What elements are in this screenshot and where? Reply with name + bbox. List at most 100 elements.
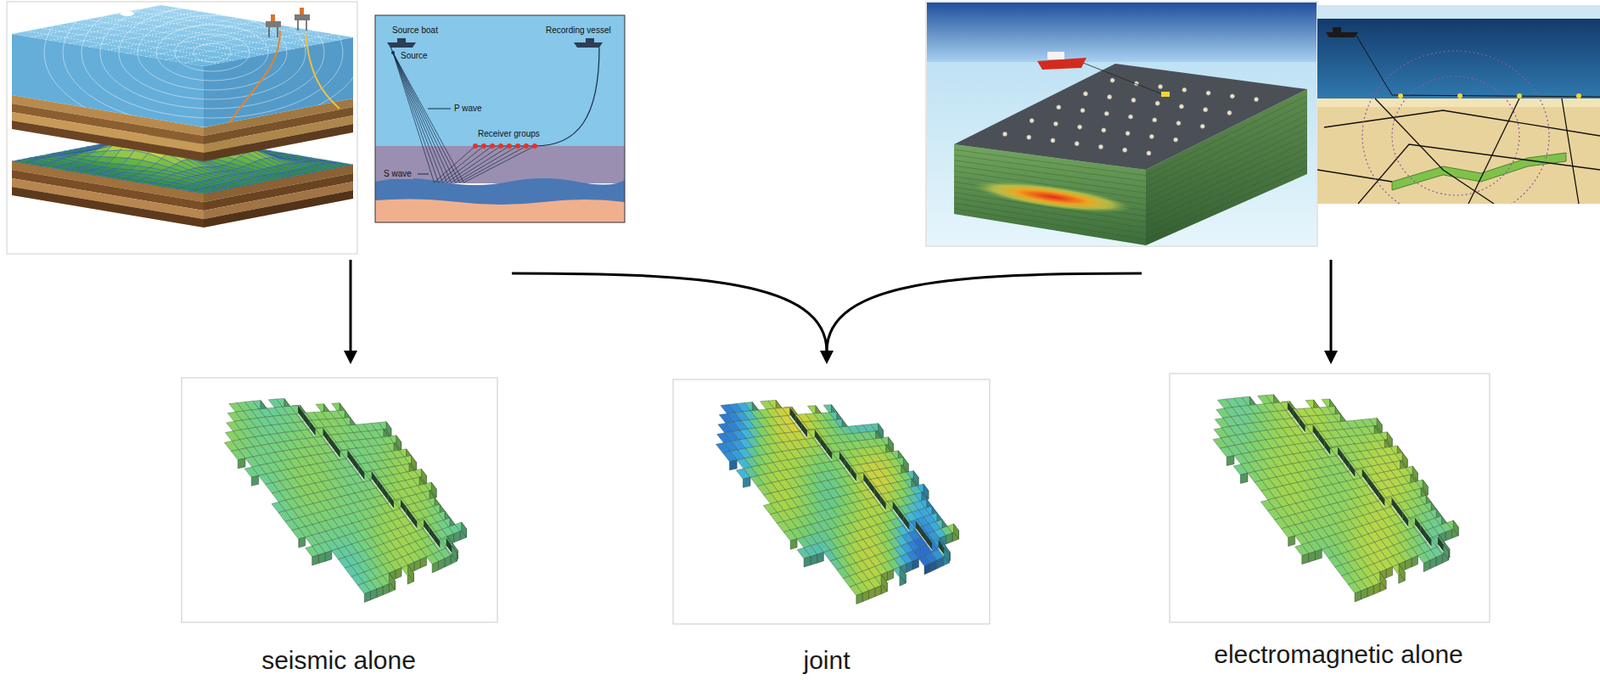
grid-side (937, 557, 944, 570)
grid-side (414, 559, 421, 571)
grid-side (790, 538, 798, 550)
marine-seismic-schematic (515, 143, 521, 149)
marine-seismic-schematic (392, 52, 484, 183)
grid-side (1436, 554, 1443, 567)
seismic-survey-illustration (120, 11, 135, 17)
wave-fronts (81, 0, 343, 118)
reservoir-grid-image (400, 506, 406, 515)
seismic-survey-illustration (145, 28, 296, 57)
fault-wall (820, 437, 827, 453)
reservoir-grid-image (938, 547, 944, 555)
grid-side (729, 460, 738, 471)
electromagnetic-survey-illustration (1203, 107, 1208, 113)
seismic-survey-illustration (229, 30, 281, 124)
grid-cell (1260, 499, 1275, 511)
seismic-survey-illustration (131, 11, 324, 44)
reservoir-grid-image (382, 494, 389, 502)
electromagnetic-survey-illustration (1027, 134, 1032, 140)
grid-cell (718, 422, 733, 433)
grid-side (945, 533, 953, 545)
reservoir-grid-image (1169, 373, 1490, 623)
electromagnetic-survey-illustration (1149, 134, 1154, 139)
grid-side (451, 545, 457, 562)
wave-fronts (193, 43, 231, 62)
grid-side (364, 591, 371, 603)
fault-wall (839, 451, 846, 467)
fault-wall (334, 443, 341, 459)
grid-side (454, 531, 461, 543)
grid-cell (226, 421, 242, 431)
electromagnetic-survey-illustration (1152, 117, 1157, 123)
terrain-cell (333, 162, 354, 166)
grid-side (1308, 551, 1316, 563)
grid-side (899, 567, 906, 584)
grid-cell (716, 443, 731, 454)
reservoir-grid-image (434, 541, 440, 550)
grid-side (817, 552, 825, 564)
fault-wall (309, 421, 316, 437)
marine-seismic-schematic (417, 174, 429, 175)
grid-cell (227, 411, 242, 422)
electromagnetic-survey-illustration (926, 2, 1317, 62)
fault-wall (920, 527, 927, 544)
reservoir-grid-image (869, 488, 876, 496)
grid-cell (757, 484, 771, 495)
grid-cell (718, 413, 734, 423)
reservoir-grid-image (446, 545, 452, 553)
wave-fronts (44, 0, 381, 137)
seismic-survey-illustration (6, 1, 358, 254)
grid-cell (1233, 464, 1248, 476)
electromagnetic-survey-illustration (1253, 96, 1258, 102)
wave-fronts (118, 5, 306, 100)
seismic-survey-illustration (31, 8, 181, 38)
grid-side (325, 550, 332, 562)
ship-hull (1037, 57, 1087, 70)
seismic-survey-illustration (270, 14, 276, 22)
reservoir-grid-image (926, 543, 932, 551)
grid-side (312, 555, 320, 566)
grid-side (388, 572, 395, 590)
marine-seismic-schematic (481, 143, 487, 149)
seismic-survey-illustration (297, 20, 299, 31)
seismic-survey-illustration (184, 33, 334, 63)
reservoir-grid-image (920, 535, 927, 544)
marine-seismic-schematic (472, 143, 478, 149)
seismic-survey-illustration (71, 22, 264, 55)
flow-arrow (826, 273, 1142, 352)
grid-cell (268, 398, 282, 408)
seismic-survey-illustration (294, 14, 310, 21)
grid-cell (776, 521, 791, 533)
grid-cell (1218, 398, 1233, 409)
grid-cell (1254, 480, 1269, 492)
grid-side (1226, 455, 1235, 466)
reservoir-grid-image (801, 430, 808, 438)
grid-side (862, 590, 869, 602)
grid-cell (285, 519, 299, 531)
seabed-cross-section (1317, 5, 1600, 19)
reservoir-grid-image (825, 452, 832, 461)
marine-seismic-schematic (498, 143, 504, 149)
electromagnetic-survey-illustration (1146, 151, 1151, 156)
reservoir-grid-image (915, 528, 921, 537)
reservoir-grid-image (429, 533, 435, 542)
grid-cell (244, 466, 259, 478)
flow-arrow (511, 273, 827, 352)
electromagnetic-survey-illustration (1229, 94, 1235, 99)
electromagnetic-survey-illustration (971, 174, 1135, 219)
electromagnetic-survey-illustration (1155, 101, 1160, 106)
fault-wall (926, 535, 932, 551)
reservoir-grid-image (795, 422, 802, 431)
reservoir-grid-image (181, 377, 498, 623)
grid-cell (272, 491, 287, 502)
fault-wall (376, 478, 383, 495)
fault-wall (429, 526, 435, 542)
fault-wall (353, 457, 360, 473)
reservoir-grid-image (322, 435, 329, 444)
reservoir-grid-image (863, 480, 870, 489)
seabed-cross-section (1392, 76, 1520, 196)
grid-side (856, 593, 863, 605)
electromagnetic-survey-illustration (1077, 124, 1082, 130)
electromagnetic-survey-illustration (1101, 128, 1106, 133)
boat (387, 42, 416, 48)
grid-side (1445, 529, 1453, 541)
